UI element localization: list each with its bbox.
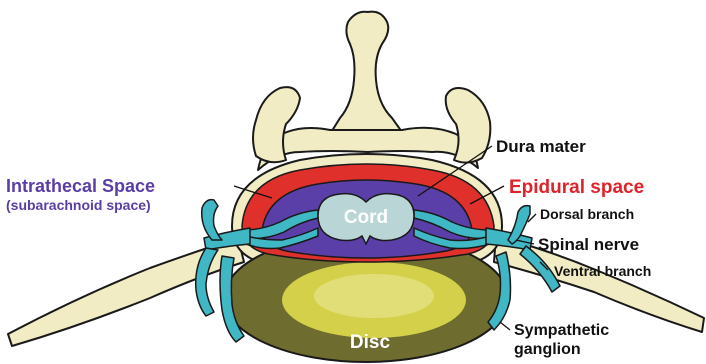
spinal-nerve-label: Spinal nerve [538,235,639,254]
spinous-process [330,12,402,134]
subarachnoid-space-label: (subarachnoid space) [6,197,151,213]
sympathetic-label-line2: ganglion [514,341,581,358]
dura-mater-label: Dura mater [496,137,586,156]
cord-label: Cord [344,207,388,228]
sympathetic-leader [500,322,510,330]
ventral-branch-label: Ventral branch [554,263,651,279]
dorsal-branch-label: Dorsal branch [540,206,634,222]
epidural-space-label: Epidural space [509,177,644,198]
disc-label: Disc [350,332,391,353]
sympathetic-label-line1: Sympathetic [514,322,609,339]
intrathecal-space-label: Intrathecal Space [6,176,155,196]
